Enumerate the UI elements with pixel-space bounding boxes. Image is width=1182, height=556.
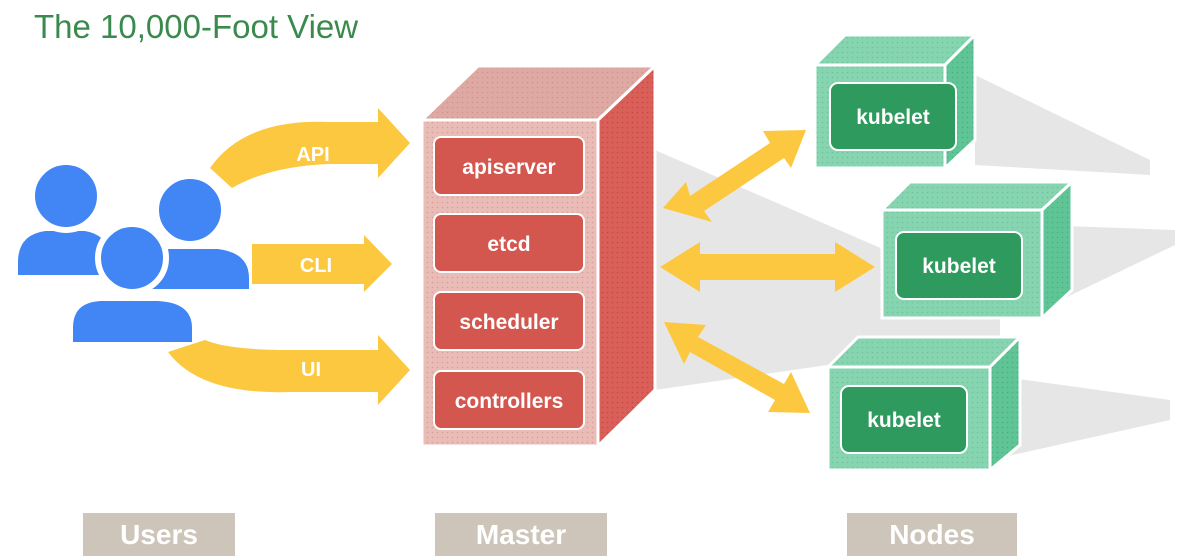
component-scheduler <box>433 291 585 351</box>
kubelet-2-label: kubelet <box>922 255 996 278</box>
kubelet-2 <box>895 231 1023 300</box>
component-scheduler-label: scheduler <box>459 311 558 334</box>
component-controllers-label: controllers <box>455 390 564 413</box>
kubelet-1-label: kubelet <box>856 106 930 129</box>
master-node1-arrow <box>663 130 806 222</box>
kubelet-3 <box>840 385 968 454</box>
node-3: kubelet <box>824 333 1024 474</box>
component-apiserver <box>433 136 585 196</box>
master-node2-arrow <box>660 242 875 292</box>
api-arrow: API <box>210 108 410 188</box>
users-section-label: Users <box>83 513 235 556</box>
component-controllers <box>433 370 585 430</box>
ui-arrow: UI <box>168 335 410 405</box>
cli-arrow: CLI <box>252 235 392 292</box>
node-1-shadow <box>975 75 1150 175</box>
node-2-shadow <box>1040 225 1175 310</box>
component-etcd <box>433 213 585 273</box>
component-apiserver-label: apiserver <box>462 156 555 179</box>
master-node3-arrow <box>664 322 810 413</box>
user-icon <box>67 221 198 348</box>
master-cube: apiserver etcd scheduler controllers <box>418 62 659 450</box>
component-etcd-label: etcd <box>487 233 530 256</box>
node-2: kubelet <box>878 178 1076 322</box>
page-title: The 10,000-Foot View <box>34 8 359 45</box>
node-2-top-face <box>878 180 1076 212</box>
node-3-top-face <box>824 335 1024 369</box>
user-icon <box>12 159 116 281</box>
api-label: API <box>296 144 329 166</box>
node-3-shadow <box>990 375 1170 460</box>
node-1: kubelet <box>811 31 979 172</box>
master-section-label: Master <box>435 513 607 556</box>
users-group <box>12 159 255 348</box>
ui-label: UI <box>301 359 321 381</box>
master-side-face <box>596 62 657 450</box>
cli-label: CLI <box>300 255 332 277</box>
nodes-section-label: Nodes <box>847 513 1017 556</box>
kubelet-3-label: kubelet <box>867 409 941 432</box>
kubelet-1 <box>829 82 957 151</box>
